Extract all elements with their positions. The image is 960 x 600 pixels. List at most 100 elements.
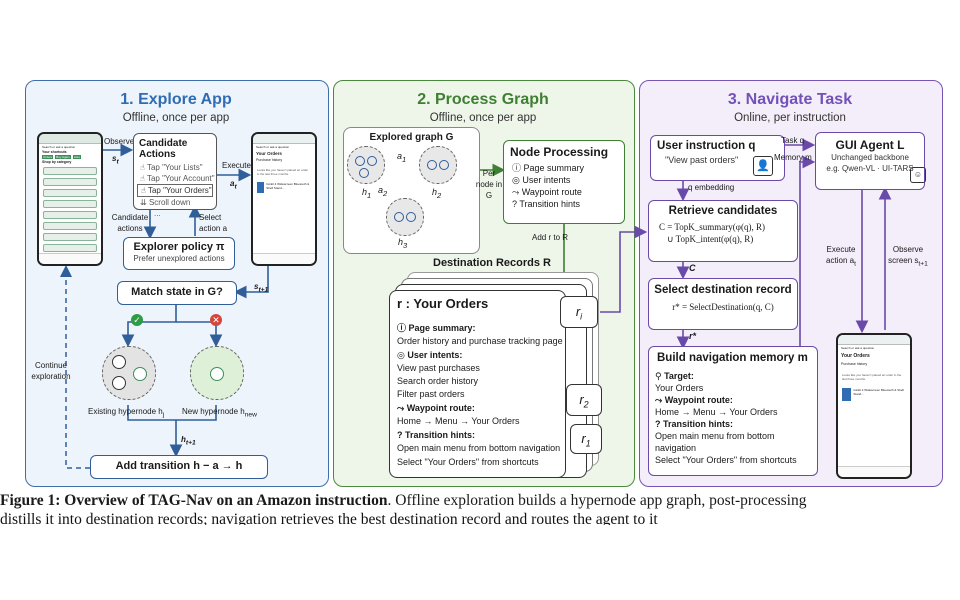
record-front [389,290,566,478]
embedding-label: q embedding [688,183,735,192]
graph-node-h1 [347,146,385,184]
match-no-arrow [176,321,223,348]
mem-route: Home → Menu → Your Orders [655,407,778,417]
record-tab-ri: ri [560,296,598,328]
candidate-item-selected: Tap "Your Orders" [147,186,212,195]
phone-title: Your Orders [256,151,282,156]
mem-route-h: Waypoint route: [664,395,733,405]
mem-hint: Select "Your Orders" from shortcuts [655,455,797,465]
user-instruction-box: User instruction q "View past orders" 👤 [650,135,785,181]
edge-a2: a [378,185,384,195]
rstar-label: r* [689,331,697,341]
retrieve-formula-2: ∪ TopK_intent(φ(q), R) [667,234,754,244]
rec-page-summary-h: Page summary: [408,323,476,333]
continue-loop-arrow [60,265,90,469]
phone-search-text: Search or ask a question [256,145,290,149]
observe-label: Observe [104,137,135,146]
record-title: r : Your Orders [397,296,489,311]
check-icon: ✓ [131,314,143,326]
s-next-label: s [254,282,259,291]
observe-screen-label: Observe screen s [888,245,924,265]
phone-shortcuts: Your shortcuts [42,150,67,154]
graph-node-h2 [419,146,457,184]
panel3-subtitle: Online, per instruction [734,112,846,124]
rec-page-summary: Order history and purchase tracking page [397,336,563,346]
candidate-actions-label: Candidate actions [111,213,149,233]
new-hypernode [190,346,244,400]
merge-line [127,405,217,421]
continue-exploration-label: Continue exploration [31,361,71,381]
mem-target-h: Target: [664,371,694,381]
panel1-title: 1. Explore App [120,91,232,108]
add-record-label: Add r to R [532,233,569,242]
execute-var: a [230,179,235,188]
phone-section: Purchase history [841,362,868,366]
destination-records-title: Destination Records R [433,257,551,269]
phone-item: Ginkil 4 Widescreen Bluetooth & Shelf St… [853,388,905,396]
mem-hints-h: Transition hints: [663,419,734,429]
chip: Orders [42,155,54,159]
figure-caption: Figure 1: Overview of TAG-Nav on an Amaz… [0,492,960,510]
match-state-text: Match state in G? [131,286,223,298]
candidate-actions-title: Candidate Actions [139,138,188,160]
retrieve-candidates-box: Retrieve candidates C = TopK_summary(φ(q… [648,200,798,262]
existing-hypernode-label: Existing hypernode h [88,407,163,416]
user-instruction-quote: "View past orders" [665,155,739,165]
phone-orders-screen: Search or ask a question Your Orders Pur… [251,132,317,266]
select-destination-title: Select destination record [654,284,792,296]
phone-note: Looks like you haven't placed an order i… [257,168,309,176]
rec-intent: Filter past orders [397,389,465,399]
node-processing-title: Node Processing [510,145,609,159]
candidate-item: Tap "Your Account" [146,174,215,183]
mem-hint: Open main menu from bottom navigation [655,431,775,453]
chip: Lists [72,155,81,159]
new-sub: new [244,411,257,419]
phone-home-screen: Search or ask a question Your shortcuts … [37,132,103,266]
retrieve-title: Retrieve candidates [668,205,778,217]
match-state-box: Match state in G? [117,281,237,305]
gui-agent-sub2: e.g. Qwen-VL · UI-TARS [826,164,914,173]
match-yes-arrow [121,303,177,348]
node-processing-box: Node Processing ⓘ Page summary ◎ User in… [503,140,625,224]
rec-hint: Open main menu from bottom navigation [397,443,561,453]
existing-sub: j [162,411,165,419]
phone-result-screen: Search or ask a question Your Orders Pur… [836,333,912,479]
observe-var: s [112,154,117,163]
add-transition-box: Add transition h − a → h [90,455,268,479]
caption-rest: . Offline exploration builds a hypernode… [387,492,807,509]
rec-intents-h: User intents: [407,350,463,360]
record-tab-r1: r1 [570,424,602,454]
select-destination-formula: r* = SelectDestination(q, C) [672,302,774,312]
memory-label: Memory m [774,153,812,162]
c-label: C [689,263,696,273]
phone-search-text: Search or ask a question [42,145,76,149]
mem-target: Your Orders [655,383,704,393]
panel1-subtitle: Offline, once per app [122,112,230,124]
node-label-h3: h [398,237,404,247]
graph-node-h3 [386,198,424,236]
task-label: Task q [781,136,805,145]
phone-search-text: Search or ask a question [841,346,875,350]
record-tab-r2: r2 [566,384,602,416]
candidate-actions-box: Candidate Actions ☝ Tap "Your Lists" ☝ T… [133,133,217,218]
edge-a1: a [397,151,403,161]
chip: Buy Again [55,155,71,159]
robot-icon: ☺ [910,167,926,183]
explorer-policy-sub: Prefer unexplored actions [133,254,225,263]
node-label-h1: h [362,187,368,197]
per-node-label: Per node in G [475,169,503,200]
cross-icon: ✕ [210,314,222,326]
records-to-retrieve-arrow [600,225,648,313]
h-next-label: h [181,435,186,444]
execute-label: Execute [222,161,251,170]
state-arrow [233,262,269,299]
explored-graph-title: Explored graph G [369,132,454,143]
candidate-item: Scroll down [148,198,191,207]
user-instruction-title: User instruction q [657,140,756,152]
np-item: Page summary [523,163,585,173]
phone-title: Your Orders [841,353,870,359]
phone-note: Looks like you haven't placed an order i… [842,373,902,381]
phone-item: Ginkil 4 Widescreen Bluetooth & Shelf St… [266,182,310,190]
phone-category: Shop by category [42,160,72,164]
